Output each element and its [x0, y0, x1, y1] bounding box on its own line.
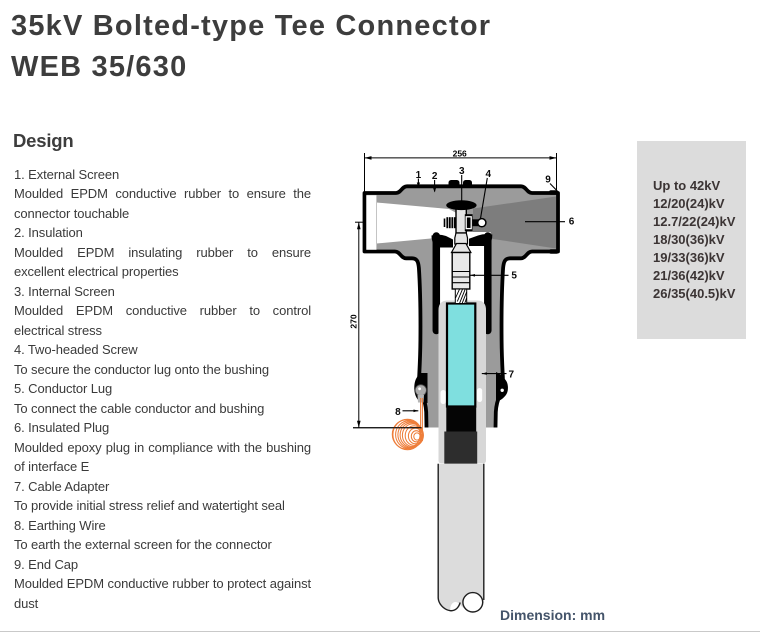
- svg-text:3: 3: [459, 166, 465, 177]
- svg-text:4: 4: [486, 169, 492, 180]
- svg-text:7: 7: [509, 370, 515, 381]
- svg-text:270: 270: [349, 314, 359, 328]
- svg-text:2: 2: [432, 171, 438, 182]
- svg-text:6: 6: [569, 217, 575, 228]
- svg-text:256: 256: [453, 149, 467, 159]
- svg-text:9: 9: [545, 175, 551, 186]
- svg-text:8: 8: [395, 407, 401, 418]
- svg-text:5: 5: [511, 271, 517, 282]
- svg-text:1: 1: [416, 170, 422, 181]
